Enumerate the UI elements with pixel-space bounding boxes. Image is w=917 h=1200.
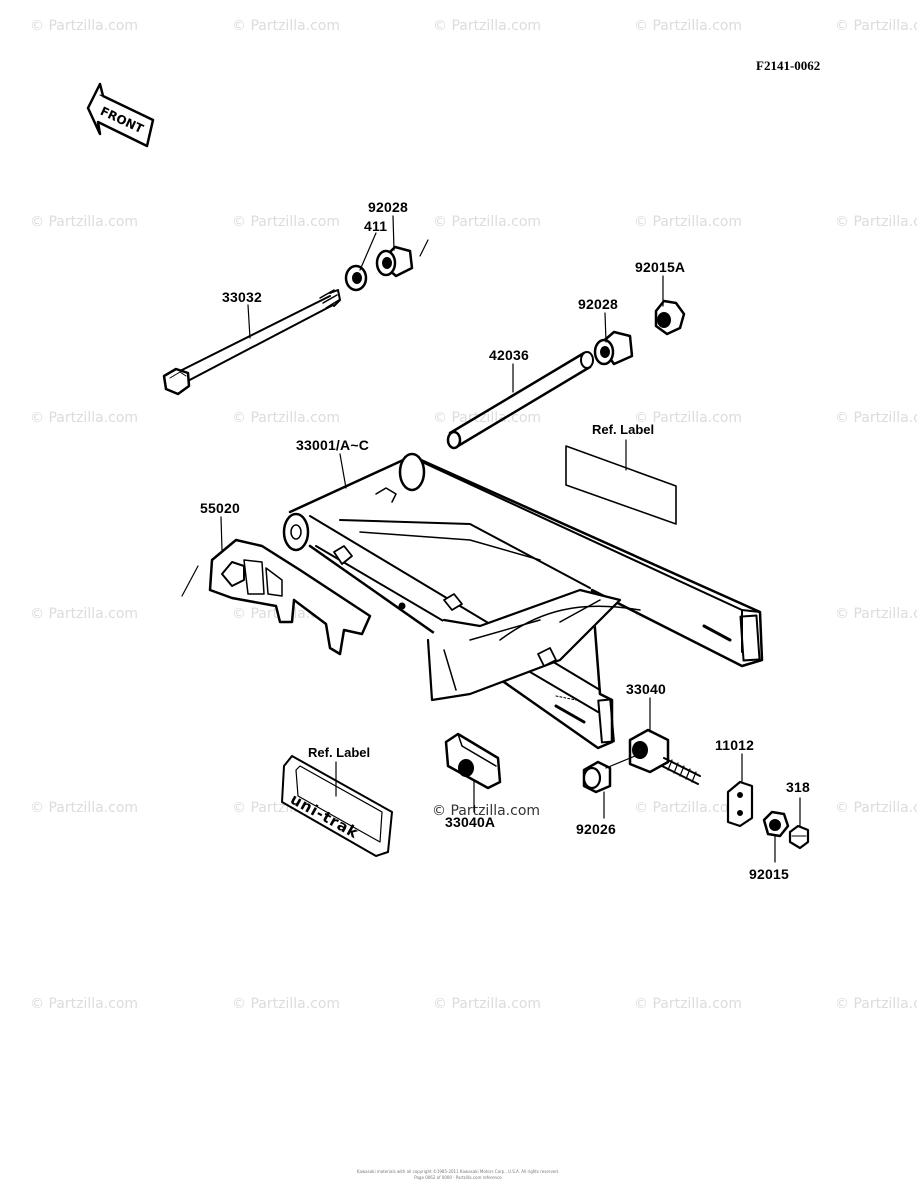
part-label-33001[interactable]: 33001/A~C xyxy=(296,437,370,453)
bushing-92028-top xyxy=(375,239,429,278)
watermark: © Partzilla.com xyxy=(232,410,341,426)
part-label-92028-top[interactable]: 92028 xyxy=(368,199,408,215)
watermark: © Partzilla.com xyxy=(835,996,917,1012)
watermark: © Partzilla.com xyxy=(634,18,743,34)
watermark: © Partzilla.com xyxy=(232,996,341,1012)
chain-adjuster-33040 xyxy=(628,728,701,785)
watermark: © Partzilla.com xyxy=(232,18,341,34)
watermark: © Partzilla.com xyxy=(634,410,743,426)
watermark: © Partzilla.com xyxy=(30,800,139,816)
watermark: © Partzilla.com xyxy=(433,410,542,426)
part-label-33040A[interactable]: 33040A xyxy=(445,814,496,830)
part-label-318[interactable]: 318 xyxy=(786,779,810,795)
part-label-92015[interactable]: 92015 xyxy=(749,866,789,882)
watermark: © Partzilla.com xyxy=(835,410,917,426)
watermark: © Partzilla.com xyxy=(30,410,139,426)
nut-92015 xyxy=(762,810,790,838)
part-label-92015A[interactable]: 92015A xyxy=(635,259,686,275)
watermark: © Partzilla.com xyxy=(433,214,542,230)
diagram-code: F2141-0062 xyxy=(756,58,821,73)
collar-92026 xyxy=(582,753,641,794)
part-label-42036[interactable]: 42036 xyxy=(489,347,529,363)
watermark: © Partzilla.com xyxy=(30,214,139,230)
front-arrow-icon xyxy=(86,82,155,148)
collar-42036 xyxy=(446,351,594,450)
bushing-92028-right xyxy=(593,330,634,366)
center-watermark: © Partzilla.com xyxy=(432,803,541,819)
block-33040A xyxy=(444,732,502,790)
watermark: © Partzilla.com xyxy=(232,214,341,230)
nut-92015A xyxy=(654,299,686,336)
watermark: © Partzilla.com xyxy=(835,606,917,622)
watermark: © Partzilla.com xyxy=(634,214,743,230)
nut-318 xyxy=(788,824,810,850)
leader-lines xyxy=(220,215,801,863)
watermark: © Partzilla.com xyxy=(433,996,542,1012)
swingarm-33001 xyxy=(282,452,764,750)
part-label-33032[interactable]: 33032 xyxy=(222,289,262,305)
ref-label-sticker-right xyxy=(565,445,677,525)
part-label-92026[interactable]: 92026 xyxy=(576,821,616,837)
watermark: © Partzilla.com xyxy=(634,800,743,816)
part-label-11012[interactable]: 11012 xyxy=(715,737,755,753)
part-label-55020[interactable]: 55020 xyxy=(200,500,240,516)
part-label-33040[interactable]: 33040 xyxy=(626,681,666,697)
plate-11012 xyxy=(726,780,754,828)
watermark: © Partzilla.com xyxy=(30,606,139,622)
part-label-411[interactable]: 411 xyxy=(364,218,388,234)
bolt-33032 xyxy=(162,289,341,396)
watermark: © Partzilla.com xyxy=(835,18,917,34)
watermark: © Partzilla.com xyxy=(835,800,917,816)
watermark: © Partzilla.com xyxy=(30,18,139,34)
washer-411 xyxy=(344,264,368,292)
watermark: © Partzilla.com xyxy=(634,996,743,1012)
ref-label-left: Ref. Label xyxy=(308,745,371,760)
watermark: © Partzilla.com xyxy=(835,214,917,230)
watermark: © Partzilla.com xyxy=(30,996,139,1012)
footer-page-info: Page 0062 of 0000 · Partzilla.com refere… xyxy=(414,1175,502,1180)
watermark: © Partzilla.com xyxy=(433,18,542,34)
chain-guard-55020 xyxy=(181,538,372,656)
ref-label-right: Ref. Label xyxy=(592,422,655,437)
ref-label-sticker-left xyxy=(281,755,393,857)
part-label-92028-right[interactable]: 92028 xyxy=(578,296,618,312)
footer-copyright: Kawasaki materials with all copyright ©1… xyxy=(356,1169,560,1174)
